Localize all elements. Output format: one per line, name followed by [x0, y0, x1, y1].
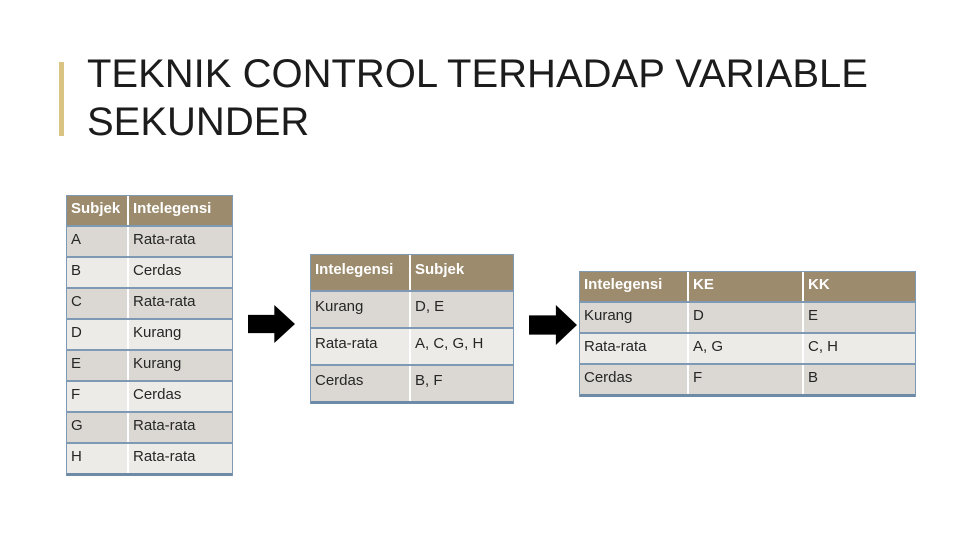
table-header-row: Subjek Intelegensi: [67, 196, 232, 227]
table-cell: Kurang: [311, 292, 411, 327]
table-cell: Kurang: [133, 324, 182, 341]
table-row: D Kurang: [67, 320, 232, 351]
grouped-table: Intelegensi Subjek Kurang D, E Rata-rata…: [310, 254, 514, 404]
title-accent-bar: [59, 62, 64, 136]
table-cell: B, F: [415, 372, 443, 389]
table-header-row: Intelegensi KE KK: [580, 272, 915, 303]
table-row: C Rata-rata: [67, 289, 232, 320]
slide-title-line1: TEKNIK CONTROL TERHADAP VARIABLE: [87, 52, 868, 96]
table-cell: C, H: [808, 338, 838, 355]
table-cell: F: [689, 365, 804, 394]
slide-title: TEKNIK CONTROL TERHADAP VARIABLE SEKUNDE…: [87, 50, 868, 146]
table-cell: F: [67, 382, 129, 411]
table-cell: Kurang: [580, 303, 689, 332]
table-cell: Cerdas: [311, 366, 411, 401]
table-cell: C: [67, 289, 129, 318]
column-header-intelegensi: Intelegensi: [311, 255, 411, 290]
table-cell: Rata-rata: [311, 329, 411, 364]
arrow-right-icon: [529, 305, 577, 345]
table-cell: D: [67, 320, 129, 349]
table-cell: B: [808, 369, 819, 386]
arrow-right-icon: [248, 305, 295, 343]
assigned-groups-table: Intelegensi KE KK Kurang D E Rata-rata A…: [579, 271, 916, 397]
table-row: B Cerdas: [67, 258, 232, 289]
table-cell: D, E: [415, 298, 445, 315]
column-header-intelegensi: Intelegensi: [133, 200, 212, 217]
column-header-kk: KK: [808, 276, 830, 293]
table-cell: E: [808, 307, 819, 324]
table-row: Kurang D E: [580, 303, 915, 334]
table-cell: H: [67, 444, 129, 473]
table-row: Rata-rata A, G C, H: [580, 334, 915, 365]
table-cell: G: [67, 413, 129, 442]
table-cell: Kurang: [133, 355, 182, 372]
table-cell: Cerdas: [580, 365, 689, 394]
table-cell: B: [67, 258, 129, 287]
table-row: G Rata-rata: [67, 413, 232, 444]
table-cell: D: [689, 303, 804, 332]
table-cell: Rata-rata: [133, 417, 196, 434]
table-row: H Rata-rata: [67, 444, 232, 476]
table-cell: Cerdas: [133, 386, 182, 403]
table-row: A Rata-rata: [67, 227, 232, 258]
subjects-table: Subjek Intelegensi A Rata-rata B Cerdas …: [66, 195, 233, 476]
table-cell: E: [67, 351, 129, 380]
table-cell: Rata-rata: [580, 334, 689, 363]
table-cell: A, G: [689, 334, 804, 363]
table-cell: Rata-rata: [133, 448, 196, 465]
table-cell: Cerdas: [133, 262, 182, 279]
table-row: Kurang D, E: [311, 292, 513, 329]
table-header-row: Intelegensi Subjek: [311, 255, 513, 292]
table-row: Rata-rata A, C, G, H: [311, 329, 513, 366]
table-row: Cerdas F B: [580, 365, 915, 397]
table-cell: A, C, G, H: [415, 335, 484, 352]
column-header-intelegensi: Intelegensi: [580, 272, 689, 301]
table-row: E Kurang: [67, 351, 232, 382]
table-row: Cerdas B, F: [311, 366, 513, 404]
table-cell: A: [67, 227, 129, 256]
table-row: F Cerdas: [67, 382, 232, 413]
table-cell: Rata-rata: [133, 231, 196, 248]
column-header-subjek: Subjek: [415, 261, 465, 278]
column-header-subjek: Subjek: [67, 196, 129, 225]
table-cell: Rata-rata: [133, 293, 196, 310]
column-header-ke: KE: [689, 272, 804, 301]
slide-title-line2: SEKUNDER: [87, 100, 310, 144]
